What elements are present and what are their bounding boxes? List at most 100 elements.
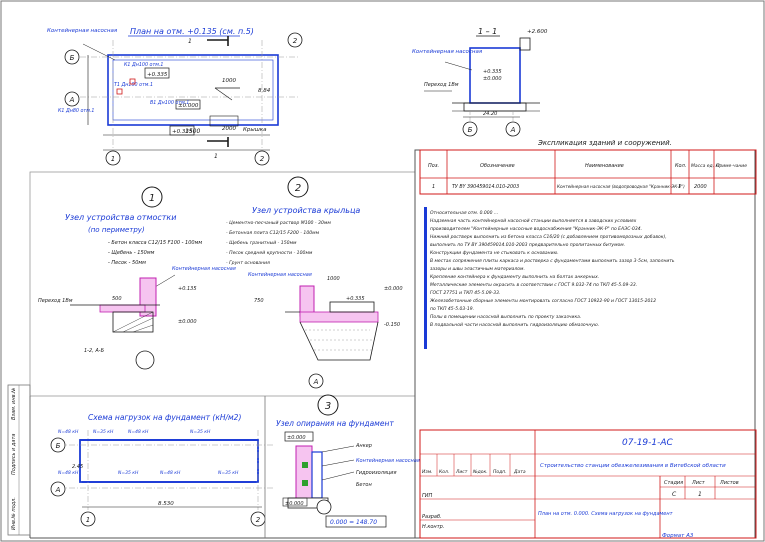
plan-tag-4: К1 Дн80 отм.1 <box>58 108 94 114</box>
spec-header-qty: Кол. <box>675 163 686 169</box>
foundation-axis-2: 2 <box>256 516 261 524</box>
node-1-elev-2: ±0.000 <box>178 319 197 325</box>
plan-axis-bubble <box>254 150 270 166</box>
node-1-container: Контейнерная насосная <box>172 266 236 272</box>
section-elev-base: ±0.000 <box>483 76 502 82</box>
spec-header-code: Обозначение <box>480 163 515 169</box>
title-col: Кол. <box>439 469 449 475</box>
spec-header-note: Приме-чание <box>716 163 747 169</box>
foundation-load: N=48 кН <box>160 470 181 476</box>
title-col: Подп. <box>493 469 507 475</box>
foundation-load: N=48 кН <box>128 429 149 435</box>
node-3-number: 3 <box>325 401 331 412</box>
spec-header-mass: Масса ед. кг <box>691 163 721 169</box>
title-role: ГИП <box>422 493 433 499</box>
note-line: Нижний ростверк выполнить из бетона клас… <box>430 234 667 240</box>
spec-table: Экспликация зданий и сооружений. Поз. Об… <box>419 139 757 195</box>
note-line: В местах сопряжения плиты каркаса и рост… <box>430 258 675 264</box>
node-3-anchor-mark <box>302 462 308 468</box>
section-foundation <box>463 102 527 112</box>
node-3-wall <box>295 445 313 503</box>
plan-elev-3: +0.335 <box>172 129 193 135</box>
plan-dim-1: 1500 <box>185 128 200 135</box>
foundation-axis-1: 1 <box>86 516 90 524</box>
node-3-label: ±0.000 <box>287 435 306 441</box>
plan-view: План на отм. +0.135 (см. п.5) 1500 1000 … <box>47 27 303 166</box>
spec-title: Экспликация зданий и сооружений. <box>537 139 672 147</box>
foundation-axis-b: Б <box>56 442 61 450</box>
foundation-dim: 8.530 <box>158 501 174 507</box>
node-3-title: Узел опирания на фундамент <box>276 419 394 428</box>
plan-elev-1: +0.335 <box>147 72 168 78</box>
node-2-axis: А <box>313 378 319 386</box>
node-3-label: Анкер <box>355 443 372 449</box>
title-stage: С <box>672 491 677 498</box>
title-role: Разраб. <box>422 514 442 520</box>
spec-cell-pos: 1 <box>432 184 435 190</box>
plan-axis-b: Б <box>70 54 75 62</box>
section-axis-bubble <box>505 121 521 137</box>
title-col: Дата <box>513 469 526 475</box>
note-line: выполнить по ТУ BY 390459014.010-2003 пр… <box>430 242 625 248</box>
foundation-load: N=48 кН <box>58 470 79 476</box>
plan-tag-3: В1 Дн100 отм.1 <box>150 100 189 106</box>
node-2-number: 2 <box>295 183 301 194</box>
node-2-elev-1: +0.335 <box>346 296 365 302</box>
section-dim: 24.20 <box>483 111 497 117</box>
title-code: 07-19-1-АС <box>622 438 674 448</box>
node-3-elev: ±0.000 <box>285 501 304 507</box>
side-stamp: Инв.№ подл. Подпись и дата Взам. инв.№ <box>7 384 31 536</box>
plan-axis-2: 2 <box>260 155 265 163</box>
node-1-ground: Переход 1Вм <box>38 298 73 304</box>
spec-header-pos: Поз. <box>428 163 439 169</box>
title-project: Строительство станции обезжелезивания в … <box>540 463 726 469</box>
node-1-layer: - Щебень - 150мм <box>108 250 155 256</box>
foundation-axis-bubble <box>50 481 66 497</box>
node-2-elev-2: ±0.000 <box>384 286 403 292</box>
node-1-slab <box>99 304 146 313</box>
plan-cut-top: 1 <box>188 38 192 45</box>
foundation-axis-bubble <box>50 437 66 453</box>
plan-axis-1: 1 <box>111 155 115 163</box>
plan-riser-mark <box>129 78 136 85</box>
node-1-number: 1 <box>149 193 155 204</box>
foundation-load: N=35 кН <box>218 470 239 476</box>
foundation-axis-a: А <box>55 486 61 494</box>
section-title: 1 – 1 <box>478 27 497 36</box>
node-1-layer: - Бетон класса С12/15 F100 - 100мм <box>108 240 202 246</box>
note-line: Надземная часть контейнерной насосной ст… <box>430 218 637 224</box>
section-elev-mid: +0.335 <box>483 69 502 75</box>
note-line: Железобетонные сборные элементы монтиров… <box>429 298 656 304</box>
foundation-scheme: Схема нагрузок на фундамент (кН/м2) 8.53… <box>50 413 275 527</box>
title-sheet: 1 <box>698 491 702 498</box>
note-line: ГОСТ 27751 и ТКП 45-5.09-33. <box>430 290 500 296</box>
section-axis-bubble <box>462 121 478 137</box>
node-1-detail-circle <box>135 350 155 370</box>
node-2-layer: - Бетонная плита С12/15 F200 - 100мм <box>226 230 320 236</box>
section-elev-top: +2.600 <box>527 29 548 35</box>
spec-cell-qty: 1 <box>678 184 681 190</box>
node-1-title: Узел устройства отмостки <box>65 213 176 222</box>
node-1-subtitle: (по периметру) <box>88 226 145 234</box>
plan-dim-2: 1000 <box>222 78 236 84</box>
node-2-dim-2: 750 <box>254 298 264 304</box>
note-line: по ТКП 45-5.03-19. <box>430 306 474 312</box>
title-col: №док. <box>472 469 488 475</box>
title-format: Формат А3 <box>662 533 694 539</box>
foundation-load: N=35 кН <box>93 429 114 435</box>
node-3-anchor-mark <box>302 480 308 486</box>
node-2-step <box>299 311 379 323</box>
node-2-container: Контейнерная насосная <box>248 272 312 278</box>
node-1-bubble <box>141 186 163 208</box>
plan-axis-bubble <box>64 91 80 107</box>
side-stamp-label: Подпись и дата <box>11 434 17 475</box>
node-3: 3 Узел опирания на фундамент ±0.000 Анке… <box>276 394 420 528</box>
node-2-layer: - Цементно-песчаный раствор М100 - 30мм <box>226 220 331 226</box>
plan-title: План на отм. +0.135 (см. п.5) <box>130 27 254 36</box>
foundation-title: Схема нагрузок на фундамент (кН/м2) <box>88 413 241 422</box>
plan-axis-bubble <box>287 32 303 48</box>
node-3-bubble <box>317 394 339 416</box>
note-line: Металлические элементы окрасить в соотве… <box>430 282 637 288</box>
